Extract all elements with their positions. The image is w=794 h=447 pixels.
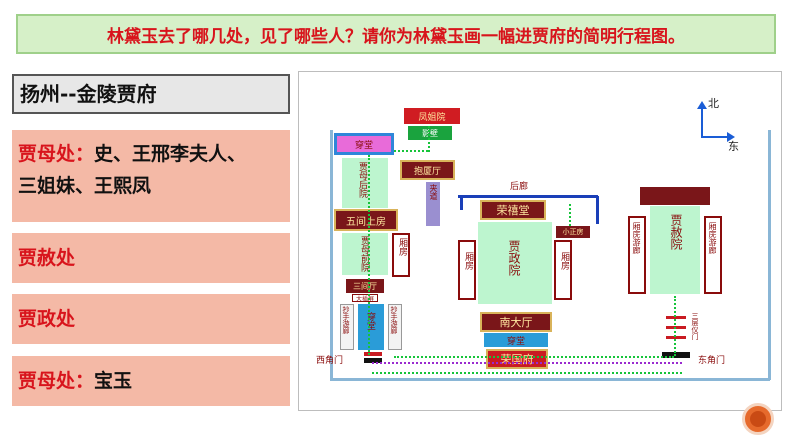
dachaping: 大插屏	[352, 294, 378, 303]
route-mid-vertical	[569, 204, 571, 226]
east-arrowhead-icon	[727, 132, 735, 142]
ronghitang: 荣禧堂	[480, 200, 546, 220]
dongmen-bar	[662, 352, 690, 358]
route-north-horizontal	[394, 150, 428, 152]
jiazheng-yard-label: 贾政院	[507, 240, 521, 276]
jiashe-yard	[650, 206, 700, 294]
jiashe-yard-label: 贾赦院	[669, 214, 683, 250]
route-north-vertical	[428, 126, 430, 152]
route-title: 扬州--金陵贾府	[12, 74, 290, 114]
houlang-left-post	[460, 196, 463, 210]
xiangfang-mid-right-label: 厢房	[559, 252, 569, 270]
jiamu-card: 贾母处：史、王邢李夫人、 三姐妹、王熙凤	[12, 130, 290, 222]
yingbi: 影壁	[408, 126, 452, 140]
north-arrowhead-icon	[697, 101, 707, 109]
jiazheng-label: 贾政处	[18, 308, 76, 330]
jiamu-people-1: 史、王邢李夫人、	[94, 143, 247, 165]
sancengyimen-label: 三层仪门	[691, 312, 699, 340]
xiangfang-west	[392, 233, 410, 277]
north-label: 北	[708, 97, 719, 110]
jiamu-backyard	[342, 158, 388, 208]
xiangwu-right-label: 厢庑游廊	[708, 222, 717, 254]
jiazheng-yard	[478, 222, 552, 304]
jiadao-label: 夹道	[429, 184, 438, 200]
nandating: 南大厅	[480, 312, 552, 332]
east-label: 东	[728, 140, 739, 153]
sanjianting: 三间厅	[346, 279, 384, 293]
xiangfang-mid-left	[458, 240, 476, 300]
yimen-3	[666, 336, 686, 339]
wujian-shangfang: 五间上房	[334, 209, 398, 231]
houlang-bar	[458, 195, 598, 198]
west-wall	[330, 130, 333, 380]
north-arrow-icon	[701, 106, 703, 138]
xiangfang-mid-right	[554, 240, 572, 300]
next-slide-button[interactable]	[742, 403, 774, 435]
houlang-label: 后廊	[510, 182, 529, 192]
jiadao-passage	[426, 182, 440, 226]
route-south-upper	[372, 362, 682, 364]
xiangfang-mid-left-label: 厢房	[463, 252, 473, 270]
south-wall	[330, 378, 770, 381]
xijiaomen-label: 西角门	[316, 356, 344, 366]
chuantang-west	[358, 304, 384, 350]
jiamu2-people: 宝玉	[94, 370, 133, 392]
rongguofu-gate: 荣国府	[486, 349, 548, 369]
ximen-bar-2	[364, 358, 382, 363]
chuantang-north: 穿堂	[334, 133, 394, 155]
xiaozhengfang: 小正房	[556, 226, 590, 238]
xiangwu-left-label: 厢庑游廊	[632, 222, 641, 254]
youlang-right	[388, 304, 402, 350]
fengjie-yard: 凤姐院	[404, 108, 460, 124]
route-text: 扬州--金陵贾府	[20, 82, 157, 106]
jiashe-mainhall	[640, 187, 710, 205]
xiangfang-west-label: 厢房	[397, 238, 407, 256]
route-south-lower	[372, 372, 682, 374]
chuantang-west-label: 穿堂	[365, 312, 375, 330]
east-wall	[768, 130, 771, 380]
route-west-vertical	[368, 155, 370, 355]
jiashe-label: 贾赦处	[18, 247, 76, 269]
yimen-2	[666, 326, 686, 329]
route-east-vertical	[674, 296, 676, 356]
jiashe-card: 贾赦处	[12, 233, 290, 283]
youlang-left-label: 抄手游廊	[342, 306, 350, 334]
dongjiaomen-label: 东角门	[698, 356, 726, 366]
jiamu-frontyard	[342, 233, 388, 275]
jiamu-label: 贾母处：	[18, 143, 95, 165]
east-arrow-icon	[701, 136, 729, 138]
youlang-right-label: 抄手游廊	[390, 306, 398, 334]
yimen-1	[666, 316, 686, 319]
route-south-top	[394, 356, 674, 358]
xiangwu-left	[628, 216, 646, 294]
jiamu-people-2: 三姐妹、王熙凤	[18, 175, 152, 197]
jiamu2-card: 贾母处：宝玉	[12, 356, 290, 406]
jiamu2-label: 贾母处：	[18, 370, 95, 392]
jiamu-frontyard-label: 贾母前院	[359, 236, 369, 272]
houlang-right-post	[596, 196, 599, 224]
ximen-bar-1	[364, 352, 382, 356]
question-banner: 林黛玉去了哪几处，见了哪些人？请你为林黛玉画一幅进贾府的简明行程图。	[16, 14, 776, 54]
jiamu-backyard-label: 贾母后院	[357, 162, 367, 198]
youlang-left	[340, 304, 354, 350]
question-text: 林黛玉去了哪几处，见了哪些人？请你为林黛玉画一幅进贾府的简明行程图。	[107, 26, 685, 47]
jiazheng-card: 贾政处	[12, 294, 290, 344]
baoxiating: 抱厦厅	[400, 160, 455, 180]
xiangwu-right	[704, 216, 722, 294]
chuantang-mid: 穿堂	[484, 333, 548, 347]
